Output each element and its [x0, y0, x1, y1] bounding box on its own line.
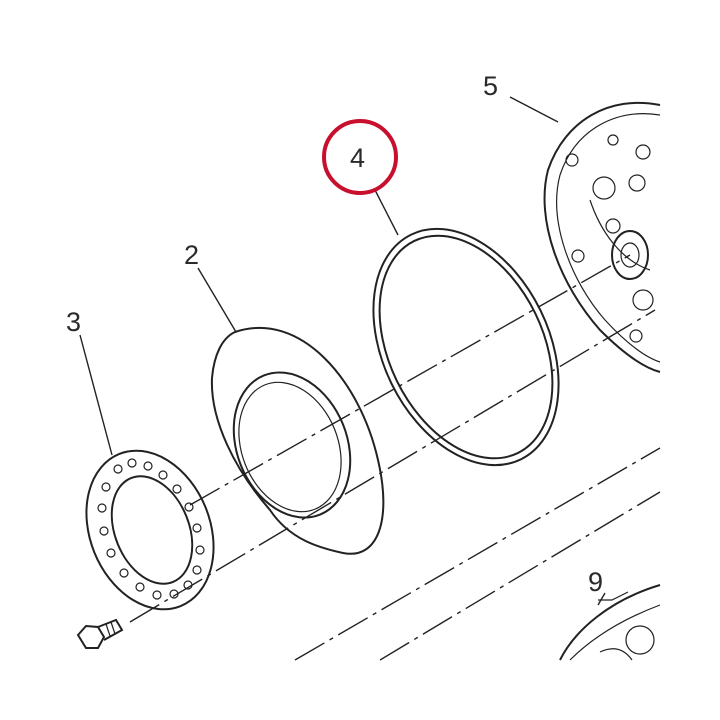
part-5-flange-plate	[543, 101, 661, 373]
part-4-o-ring	[372, 227, 560, 467]
callout-9: 9	[588, 567, 603, 597]
callout-4: 4	[350, 143, 365, 173]
part-3-retaining-ring	[85, 449, 215, 611]
assembly-axis-lines	[129, 254, 661, 661]
leader-lines	[79, 96, 606, 606]
callout-2: 2	[184, 240, 199, 270]
highlight-circle	[322, 119, 398, 195]
part-2-thrust-washer	[210, 326, 385, 555]
hex-bolt	[76, 618, 124, 649]
part-9-housing	[559, 584, 661, 661]
callout-3: 3	[66, 307, 81, 337]
bolt-holes	[97, 458, 205, 600]
callout-5: 5	[483, 71, 498, 101]
